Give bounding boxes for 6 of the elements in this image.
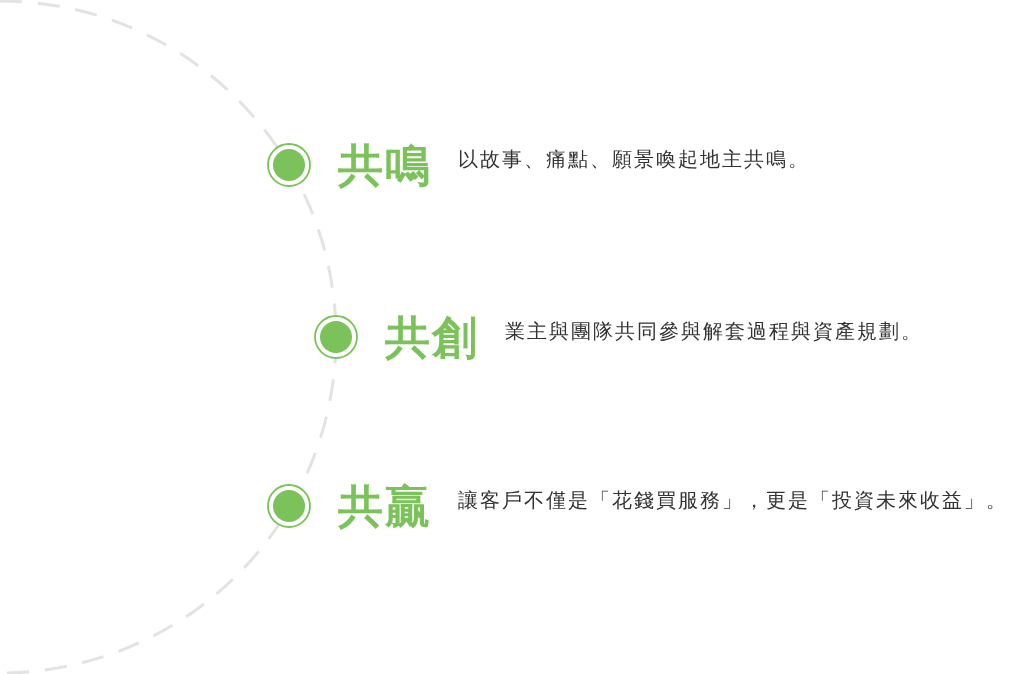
item-description: 讓客戶不僅是「花錢買服務」，更是「投資未來收益」。	[458, 490, 1008, 510]
item-heading: 共創	[385, 314, 479, 360]
item-description: 以故事、痛點、願景喚起地主共鳴。	[458, 149, 810, 169]
item-heading: 共贏	[338, 483, 432, 529]
item-heading: 共鳴	[338, 142, 432, 188]
item-description: 業主與團隊共同參與解套過程與資產規劃。	[505, 321, 923, 341]
